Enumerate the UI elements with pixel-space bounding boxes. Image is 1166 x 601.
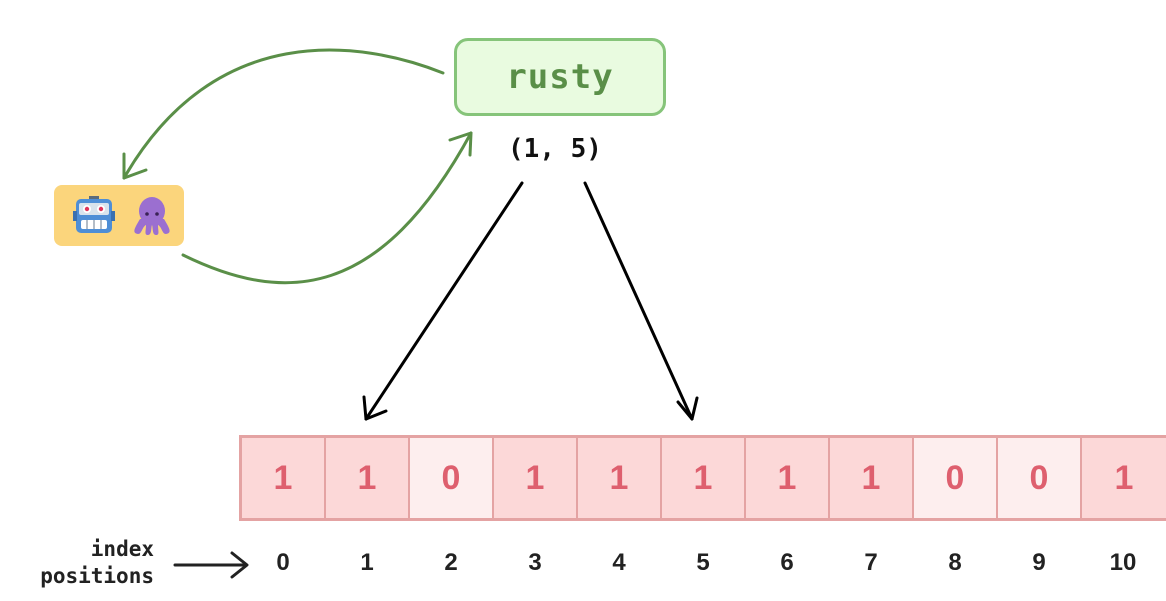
array-cell: 1: [746, 438, 830, 518]
array-cell: 1: [1082, 438, 1166, 518]
emoji-box: [54, 185, 184, 246]
pointer-arrowhead-index-1: [362, 395, 388, 421]
index-number: 1: [360, 549, 374, 576]
array-cell: 0: [914, 438, 998, 518]
pointer-arrowhead-index-5: [676, 396, 699, 421]
array-cell: 1: [326, 438, 410, 518]
pointer-arrow-index-1: [364, 181, 524, 421]
array-cell: 0: [998, 438, 1082, 518]
octopus-icon: [134, 197, 170, 235]
curve-arrow-node-to-emojis: [122, 48, 445, 180]
array-cell: 1: [830, 438, 914, 518]
index-label-line2: positions: [40, 564, 154, 588]
emoji-group: [73, 196, 170, 235]
node-tuple: (1, 5): [508, 134, 602, 164]
index-label-line1: index: [90, 537, 154, 561]
index-number: 4: [612, 549, 626, 576]
index-number: 6: [780, 549, 794, 576]
robot-icon: [73, 196, 115, 233]
index-row: 0 1 2 3 4 5 6 7 8 9 10: [241, 549, 1166, 577]
index-number: 5: [696, 549, 710, 576]
array-cell: 1: [662, 438, 746, 518]
pointer-arrow-index-5: [583, 181, 694, 421]
array-cell: 1: [242, 438, 326, 518]
rusty-node: rusty: [454, 38, 666, 116]
curve-arrowhead-tuple: [448, 131, 473, 157]
index-number: 0: [276, 549, 290, 576]
node-label: rusty: [506, 57, 614, 97]
array-cell: 1: [494, 438, 578, 518]
index-positions-arrowhead: [230, 551, 249, 579]
index-number: 7: [864, 549, 878, 576]
array-cell: 1: [578, 438, 662, 518]
index-number: 8: [948, 549, 962, 576]
array-cell: 0: [410, 438, 494, 518]
curve-arrowhead-emojis: [122, 152, 148, 180]
curve-arrow-emojis-to-tuple: [181, 131, 473, 285]
index-number: 3: [528, 549, 542, 576]
index-positions-label: index positions: [40, 536, 154, 590]
index-number: 10: [1109, 549, 1137, 576]
index-number: 2: [444, 549, 458, 576]
index-number: 9: [1032, 549, 1046, 576]
